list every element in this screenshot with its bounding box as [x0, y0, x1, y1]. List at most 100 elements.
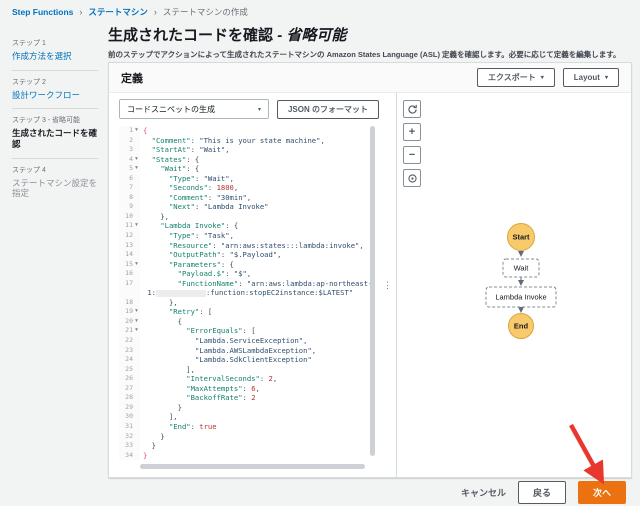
- sidebar-step-4-disabled: ステートマシン設定を指定: [12, 177, 98, 199]
- editor-toolbar: コードスニペットの生成 ▾ JSON のフォーマット: [119, 99, 379, 119]
- breadcrumb-current: ステートマシンの作成: [162, 7, 248, 17]
- sidebar-step-1-link[interactable]: 作成方法を選択: [12, 51, 72, 61]
- code-line[interactable]: 33 }: [119, 441, 377, 451]
- sidebar-step-2-link[interactable]: 設計ワークフロー: [12, 89, 81, 100]
- node-wait[interactable]: Wait: [502, 258, 540, 278]
- code-line[interactable]: 6 "Type": "Wait",: [119, 173, 377, 184]
- code-line[interactable]: 19▾ "Retry": [: [119, 307, 377, 317]
- chevron-down-icon: ▾: [540, 74, 544, 81]
- sidebar-step-3-current: 生成されたコードを確認: [12, 128, 98, 149]
- breadcrumb: Step Functions › ステートマシン › ステートマシンの作成: [12, 6, 248, 18]
- code-line[interactable]: 14 "OutputPath": "$.Payload",: [119, 250, 377, 260]
- definition-panel: 定義 エクスポート ▾ Layout ▾ コードスニペットの生成 ▾: [108, 62, 632, 478]
- wizard-steps-sidebar: ステップ 1 作成方法を選択 ステップ 2 設計ワークフロー ステップ 3 - …: [12, 32, 98, 207]
- refresh-icon: [407, 104, 417, 114]
- page-header: 生成されたコードを確認 - 省略可能 前のステップでアクションによって生成された…: [108, 24, 632, 60]
- code-line[interactable]: 20▾ {: [119, 316, 377, 327]
- cancel-button[interactable]: キャンセル: [460, 487, 506, 498]
- back-button[interactable]: 戻る: [517, 480, 566, 504]
- code-line[interactable]: 32 }: [119, 431, 377, 442]
- step-number-label: ステップ 4: [12, 166, 46, 174]
- code-line[interactable]: 15▾ "Parameters": {: [119, 259, 377, 270]
- format-json-button[interactable]: JSON のフォーマット: [276, 99, 379, 119]
- sidebar-step-4: ステップ 4 ステートマシン設定を指定: [12, 159, 98, 207]
- sidebar-step-1: ステップ 1 作成方法を選択: [12, 32, 98, 71]
- refresh-button[interactable]: [403, 100, 421, 118]
- sidebar-step-3: ステップ 3 - 省略可能 生成されたコードを確認: [12, 109, 98, 159]
- workflow-graph-pane: + −: [396, 93, 631, 477]
- page-title: 生成されたコードを確認 - 省略可能: [108, 27, 347, 44]
- code-line[interactable]: 25 ],: [119, 364, 377, 375]
- step-number-label: ステップ 3 - 省略可能: [12, 117, 81, 125]
- code-line[interactable]: 17 "FunctionName": "arn:aws:lambda:ap-no…: [119, 278, 377, 289]
- editor-horizontal-scrollbar[interactable]: [140, 464, 365, 469]
- code-line[interactable]: 11▾ "Lambda Invoke": {: [119, 221, 377, 232]
- node-start-label: Start: [512, 233, 530, 242]
- sidebar-step-2: ステップ 2 設計ワークフロー: [12, 71, 98, 110]
- code-line[interactable]: 26 "IntervalSeconds": 2,: [119, 374, 377, 384]
- code-line[interactable]: 31 "End": true: [119, 421, 377, 432]
- code-line[interactable]: 5▾ "Wait": {: [119, 164, 377, 174]
- code-line[interactable]: 30 ],: [119, 412, 377, 422]
- definition-panel-body: コードスニペットの生成 ▾ JSON のフォーマット 1▾{2 "Comment…: [109, 93, 631, 477]
- export-button[interactable]: エクスポート ▾: [476, 68, 555, 87]
- code-line[interactable]: 22 "Lambda.ServiceException",: [119, 336, 377, 346]
- redacted-account-id: [155, 289, 206, 297]
- asl-code-editor[interactable]: 1▾{2 "Comment": "This is your state mach…: [119, 124, 377, 470]
- code-line[interactable]: 13 "Resource": "arn:aws:states:::lambda:…: [119, 240, 377, 251]
- breadcrumb-state-machines[interactable]: ステートマシン: [88, 7, 148, 17]
- code-line[interactable]: 29 }: [119, 402, 377, 413]
- code-line[interactable]: 10 },: [119, 211, 377, 222]
- code-line[interactable]: 23 "Lambda.AWSLambdaException",: [119, 345, 377, 356]
- plus-icon: +: [408, 126, 416, 138]
- code-line[interactable]: 9 "Next": "Lambda Invoke": [119, 202, 377, 212]
- center-view-button[interactable]: [403, 169, 421, 187]
- layout-button[interactable]: Layout ▾: [562, 68, 619, 87]
- code-line[interactable]: 1▾{: [119, 126, 377, 136]
- code-line[interactable]: 1::function:stopEC2instance:$LATEST": [119, 288, 377, 298]
- code-lines: 1▾{2 "Comment": "This is your state mach…: [119, 124, 377, 461]
- code-line[interactable]: 7 "Seconds": 1800,: [119, 183, 377, 193]
- pane-resize-handle[interactable]: ⋮: [379, 93, 396, 477]
- code-line[interactable]: 3 "StartAt": "Wait",: [119, 145, 377, 155]
- node-lambda-invoke[interactable]: Lambda Invoke: [485, 286, 557, 308]
- code-line[interactable]: 28 "BackoffRate": 2: [119, 393, 377, 403]
- node-start[interactable]: Start: [507, 223, 535, 251]
- code-line[interactable]: 27 "MaxAttempts": 6,: [119, 383, 377, 394]
- page-description: 前のステップでアクションによって生成されたステートマシンの Amazon Sta…: [108, 50, 621, 59]
- drag-handle-icon: ⋮: [383, 279, 392, 290]
- code-line[interactable]: 21▾ "ErrorEquals": [: [119, 326, 377, 337]
- code-line[interactable]: 34}: [119, 450, 377, 461]
- wizard-footer: キャンセル 戻る 次へ: [108, 478, 626, 506]
- code-line[interactable]: 12 "Type": "Task",: [119, 231, 377, 241]
- code-editor-pane: コードスニペットの生成 ▾ JSON のフォーマット 1▾{2 "Comment…: [109, 93, 379, 477]
- graph-controls: + −: [403, 100, 421, 187]
- code-line[interactable]: 24 "Lambda.SdkClientException": [119, 355, 377, 365]
- next-button[interactable]: 次へ: [577, 480, 626, 504]
- snippet-dropdown[interactable]: コードスニペットの生成 ▾: [119, 99, 269, 119]
- zoom-in-button[interactable]: +: [403, 123, 421, 141]
- panel-title: 定義: [121, 72, 143, 85]
- minus-icon: −: [408, 149, 416, 161]
- workflow-graph: Start Wait Lambda Invoke End: [485, 223, 557, 339]
- code-line[interactable]: 8 "Comment": "30min",: [119, 192, 377, 203]
- chevron-down-icon: ▾: [604, 74, 608, 81]
- code-line[interactable]: 18 },: [119, 297, 377, 308]
- node-lambda-invoke-label: Lambda Invoke: [495, 293, 546, 302]
- node-end[interactable]: End: [508, 313, 534, 339]
- code-line[interactable]: 16 "Payload.$": "$",: [119, 269, 377, 279]
- breadcrumb-step-functions[interactable]: Step Functions: [12, 7, 74, 17]
- editor-vertical-scrollbar[interactable]: [370, 126, 375, 456]
- step-number-label: ステップ 2: [12, 78, 46, 86]
- definition-panel-header: 定義 エクスポート ▾ Layout ▾: [109, 63, 631, 93]
- node-wait-label: Wait: [514, 264, 530, 273]
- step-number-label: ステップ 1: [12, 40, 46, 47]
- breadcrumb-separator-icon: ›: [79, 7, 83, 17]
- code-line[interactable]: 4▾ "States": {: [119, 154, 377, 165]
- node-end-label: End: [514, 322, 529, 331]
- code-line[interactable]: 2 "Comment": "This is your state machine…: [119, 135, 377, 146]
- chevron-down-icon: ▾: [257, 106, 261, 113]
- breadcrumb-separator-icon: ›: [153, 7, 157, 17]
- zoom-out-button[interactable]: −: [403, 146, 421, 164]
